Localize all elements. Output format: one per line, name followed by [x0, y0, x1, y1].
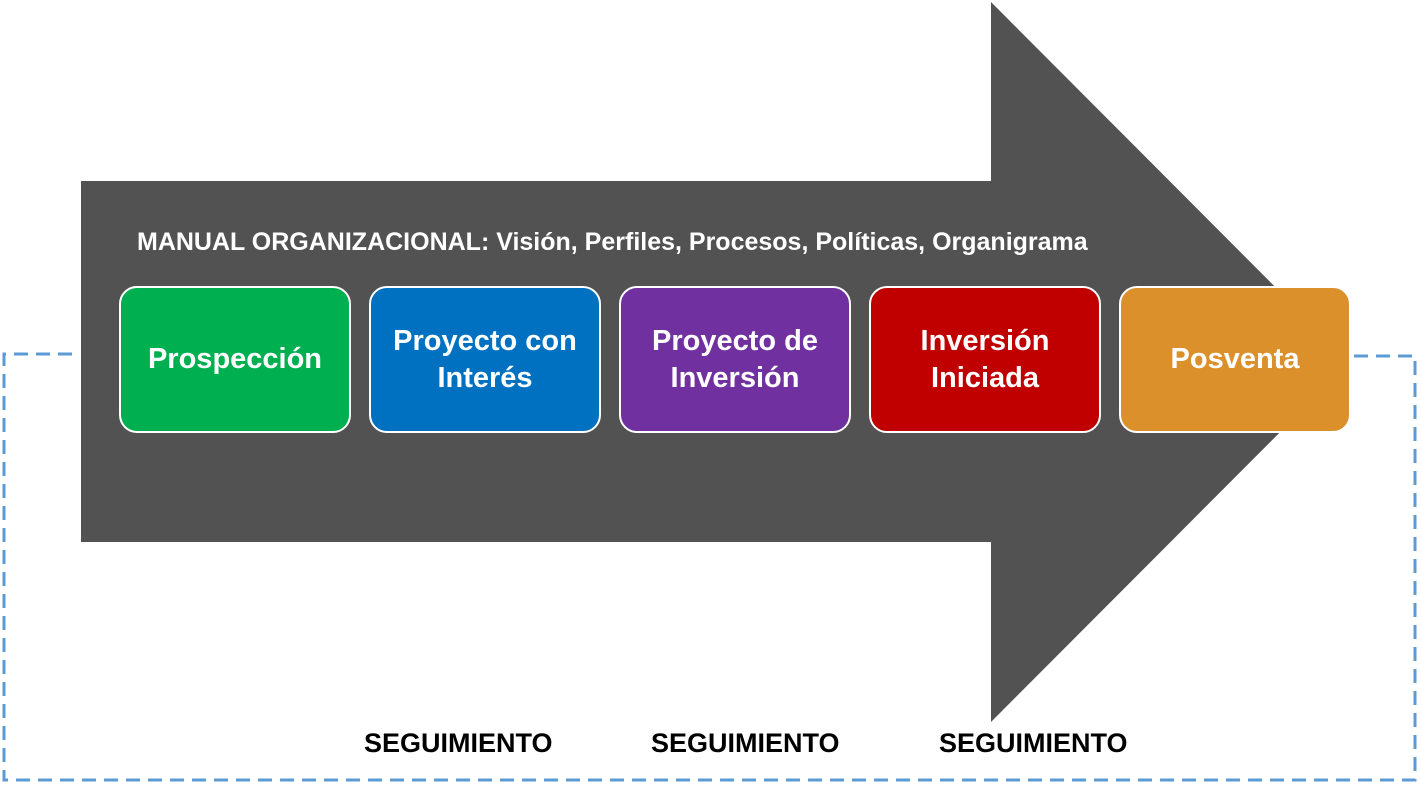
- stage-prospeccion: Prospección: [119, 286, 351, 433]
- stage-label: Proyecto con Interés: [393, 324, 577, 394]
- stage-label: Inversión Iniciada: [920, 324, 1050, 394]
- stage-label: Prospección: [147, 343, 323, 375]
- stage-posventa: Posventa: [1119, 286, 1351, 433]
- stage-label: Proyecto de Inversión: [652, 324, 818, 394]
- followup-loop-line: [2, 352, 1417, 782]
- manual-organizacional-header: MANUAL ORGANIZACIONAL: Visión, Perfiles,…: [137, 228, 1088, 256]
- stage-label: Posventa: [1170, 343, 1300, 375]
- stage-proyecto-con-interes: Proyecto con Interés: [369, 286, 601, 433]
- seguimiento-label-3: SEGUIMIENTO: [939, 728, 1128, 758]
- seguimiento-label-1: SEGUIMIENTO: [364, 728, 553, 758]
- seguimiento-label-2: SEGUIMIENTO: [651, 728, 840, 758]
- stage-inversion-iniciada: Inversión Iniciada: [869, 286, 1101, 433]
- stage-proyecto-de-inversion: Proyecto de Inversión: [619, 286, 851, 433]
